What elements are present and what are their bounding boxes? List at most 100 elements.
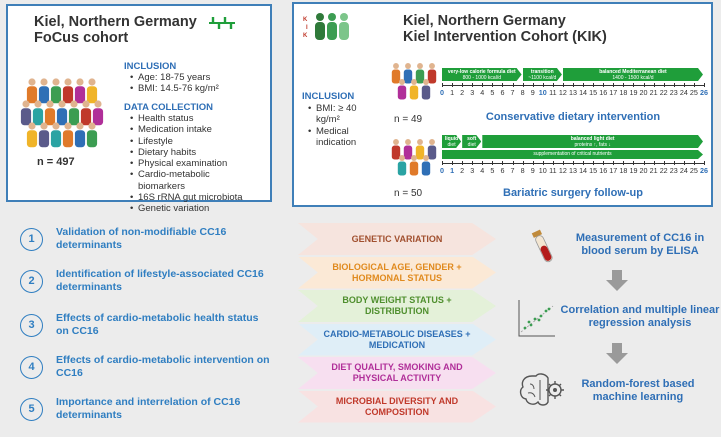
- week-label: 12: [558, 166, 567, 175]
- collection-item: Health status: [130, 113, 243, 124]
- week-label: 10: [538, 88, 547, 97]
- timeline-tick: [442, 161, 443, 165]
- timeline-tick: [613, 83, 615, 87]
- week-label: 24: [679, 166, 688, 175]
- week-label: 26: [700, 88, 708, 97]
- timeline-tick: [532, 83, 534, 87]
- goal-text: Importance and interrelation of CC16 det…: [56, 396, 241, 421]
- week-label: 18: [619, 166, 628, 175]
- week-label: 9: [530, 166, 535, 175]
- down-arrow-icon: [606, 270, 628, 291]
- week-label: 12: [558, 88, 567, 97]
- week-label: 14: [579, 88, 588, 97]
- conservative-n-count: n = 49: [394, 114, 423, 125]
- timeline-tick: [583, 161, 585, 165]
- timeline-tick: [673, 161, 675, 165]
- timeline-tick: [593, 161, 595, 165]
- week-label: 19: [629, 166, 638, 175]
- week-label: 4: [480, 166, 485, 175]
- timeline-tick: [462, 83, 464, 87]
- week-label: 5: [490, 88, 495, 97]
- collection-item-continued: biomarkers: [138, 180, 185, 192]
- inclusion-item: BMI: 14.5-76 kg/m²: [130, 83, 219, 94]
- week-label: 8: [520, 166, 525, 175]
- timeline-tick: [522, 83, 524, 87]
- timeline-tick: [482, 83, 484, 87]
- conservative-title: Conservative dietary intervention: [485, 111, 661, 123]
- timeline-tick: [462, 161, 464, 165]
- timeline-tick: [673, 83, 675, 87]
- brain-gear-icon: [519, 373, 564, 406]
- timeline-tick: [623, 161, 625, 165]
- timeline-tick: [593, 83, 595, 87]
- week-label: 15: [589, 88, 598, 97]
- timeline-tick: [633, 83, 635, 87]
- timeline-tick: [663, 83, 665, 87]
- week-label: 8: [520, 88, 525, 97]
- timeline-tick: [452, 83, 454, 87]
- week-label: 22: [659, 88, 668, 97]
- timeline-tick: [653, 83, 655, 87]
- determinant-arrow: BIOLOGICAL AGE, GENDER + HORMONAL STATUS: [298, 256, 496, 289]
- week-label: 17: [609, 166, 618, 175]
- week-label: 9: [530, 88, 535, 97]
- supplementation-bar: supplementation of critical nutrients: [442, 150, 703, 159]
- timeline-tick: [683, 161, 685, 165]
- week-label: 2: [460, 166, 465, 175]
- goal-text: Validation of non-modifiable CC16 determ…: [56, 226, 227, 251]
- week-label: 6: [500, 166, 505, 175]
- focus-inclusion-heading: INCLUSION: [124, 61, 177, 72]
- kik-logo-people-icon: [315, 13, 349, 40]
- timeline-tick: [573, 83, 574, 87]
- focus-collection-list: Health status Medication intake Lifestyl…: [130, 113, 243, 215]
- week-label: 6: [500, 88, 505, 97]
- week-label: 22: [659, 166, 668, 175]
- week-label: 7: [510, 88, 515, 97]
- week-label: 4: [480, 88, 485, 97]
- collection-item: Genetic variation: [130, 203, 243, 214]
- week-label: 13: [569, 166, 577, 175]
- week-label: 21: [649, 88, 658, 97]
- timeline-tick: [532, 161, 534, 165]
- inclusion-item-continued: kg/m²: [316, 114, 340, 126]
- timeline-tick: [542, 83, 544, 87]
- timeline-tick: [472, 161, 474, 165]
- timeline-tick: [603, 83, 605, 87]
- collection-item: Dietary habits: [130, 147, 243, 158]
- timeline-tick: [693, 83, 695, 87]
- goal-number-badge: 4: [20, 355, 43, 379]
- timeline-tick: [683, 83, 685, 87]
- dna-logo-icon: [209, 17, 235, 29]
- week-label: 16: [599, 166, 608, 175]
- timeline-tick: [502, 161, 504, 165]
- goal-text: Effects of cardio-metabolic intervention…: [56, 354, 270, 379]
- collection-item: Lifestyle: [130, 136, 243, 147]
- week-label: 15: [589, 166, 598, 175]
- focus-title-line1: Kiel, Northern Germany: [34, 14, 197, 30]
- timeline-tick: [704, 161, 705, 165]
- step-elisa: Measurement of CC16 in blood serum by EL…: [575, 232, 705, 257]
- week-label: 3: [470, 166, 475, 175]
- timeline-tick: [583, 83, 585, 87]
- timeline-tick: [522, 161, 524, 165]
- timeline-tick: [663, 161, 665, 165]
- step-random-forest: Random-forest based machine learning: [581, 378, 695, 403]
- goal-item: 4 Effects of cardio-metabolic interventio…: [20, 354, 271, 380]
- week-label: 23: [669, 88, 678, 97]
- timeline-tick: [512, 83, 514, 87]
- collection-item: Cardio-metabolic: [130, 169, 243, 180]
- focus-inclusion-list: Age: 18-75 years BMI: 14.5-76 kg/m²: [130, 72, 219, 95]
- focus-cohort-box: Kiel, Northern Germany FoCus cohort n = …: [6, 4, 272, 214]
- blood-tube-icon: [531, 229, 553, 263]
- timeline-tick: [704, 83, 705, 87]
- timeline-tick: [693, 161, 695, 165]
